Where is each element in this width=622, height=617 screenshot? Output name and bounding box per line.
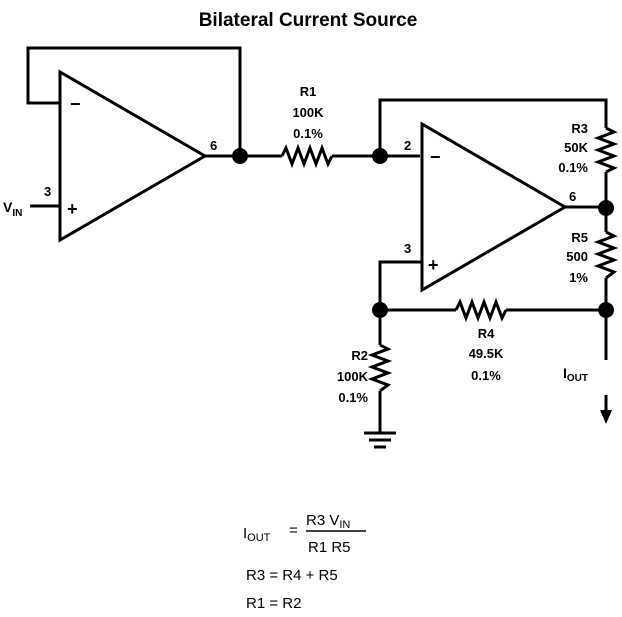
iout-arrow-head [600, 410, 612, 424]
r3-top-wire [378, 98, 608, 156]
op-amp-1-noninverting-sign: + [67, 199, 78, 219]
r3-tolerance: 0.1% [558, 160, 588, 175]
vin-label: VIN [3, 199, 22, 219]
r5-value: 500 [566, 249, 588, 264]
op-amp-2-noninverting-wire [378, 260, 422, 310]
op-amp-1-inverting-sign: − [70, 94, 81, 114]
op-amp-1-pin-6: 6 [210, 138, 217, 153]
resistor-r2 [367, 343, 393, 393]
r5-tolerance: 1% [569, 270, 588, 285]
r1-name: R1 [300, 84, 317, 99]
op-amp-2-noninverting-sign: + [428, 255, 439, 275]
op-amp-2-pin-2: 2 [404, 138, 411, 153]
r1-value: 100K [292, 105, 324, 120]
resistor-r5 [593, 230, 619, 280]
resistor-r3 [593, 126, 619, 174]
r2-name: R2 [351, 348, 368, 363]
op-amp-2-pin-6: 6 [569, 189, 576, 204]
equation-1-numerator: R3 VIN [306, 512, 350, 531]
equation-3: R1 = R2 [246, 595, 301, 612]
r4-value: 49.5K [469, 346, 504, 361]
op-amp-1-feedback-wire [26, 46, 242, 156]
r2-value: 100K [337, 369, 369, 384]
op-amp-1-pin-3: 3 [44, 184, 51, 199]
iout-label: IOUT [563, 365, 588, 384]
r3-name: R3 [571, 121, 588, 136]
equation-1-lhs: IOUT [243, 525, 271, 544]
op-amp-2-pin-3: 3 [404, 241, 411, 256]
diagram-title: Bilateral Current Source [199, 10, 418, 31]
node-amp1-output [232, 148, 248, 164]
node-amp2-output [598, 200, 614, 216]
equation-1-denominator: R1 R5 [308, 539, 351, 556]
op-amp-2-inverting-sign: − [430, 147, 441, 167]
op-amp-1 [58, 69, 208, 243]
r5-name: R5 [571, 230, 588, 245]
equation-1-equals: = [289, 522, 298, 539]
r2-tolerance: 0.1% [338, 390, 368, 405]
resistor-r4 [454, 297, 508, 323]
equation-2: R3 = R4 + R5 [246, 567, 338, 584]
r4-tolerance: 0.1% [471, 368, 501, 383]
resistor-r1 [280, 143, 334, 169]
r4-name: R4 [478, 326, 495, 341]
r3-value: 50K [564, 140, 588, 155]
op-amp-2 [420, 121, 568, 293]
r1-tolerance: 0.1% [293, 126, 323, 141]
ground-icon [364, 431, 396, 449]
